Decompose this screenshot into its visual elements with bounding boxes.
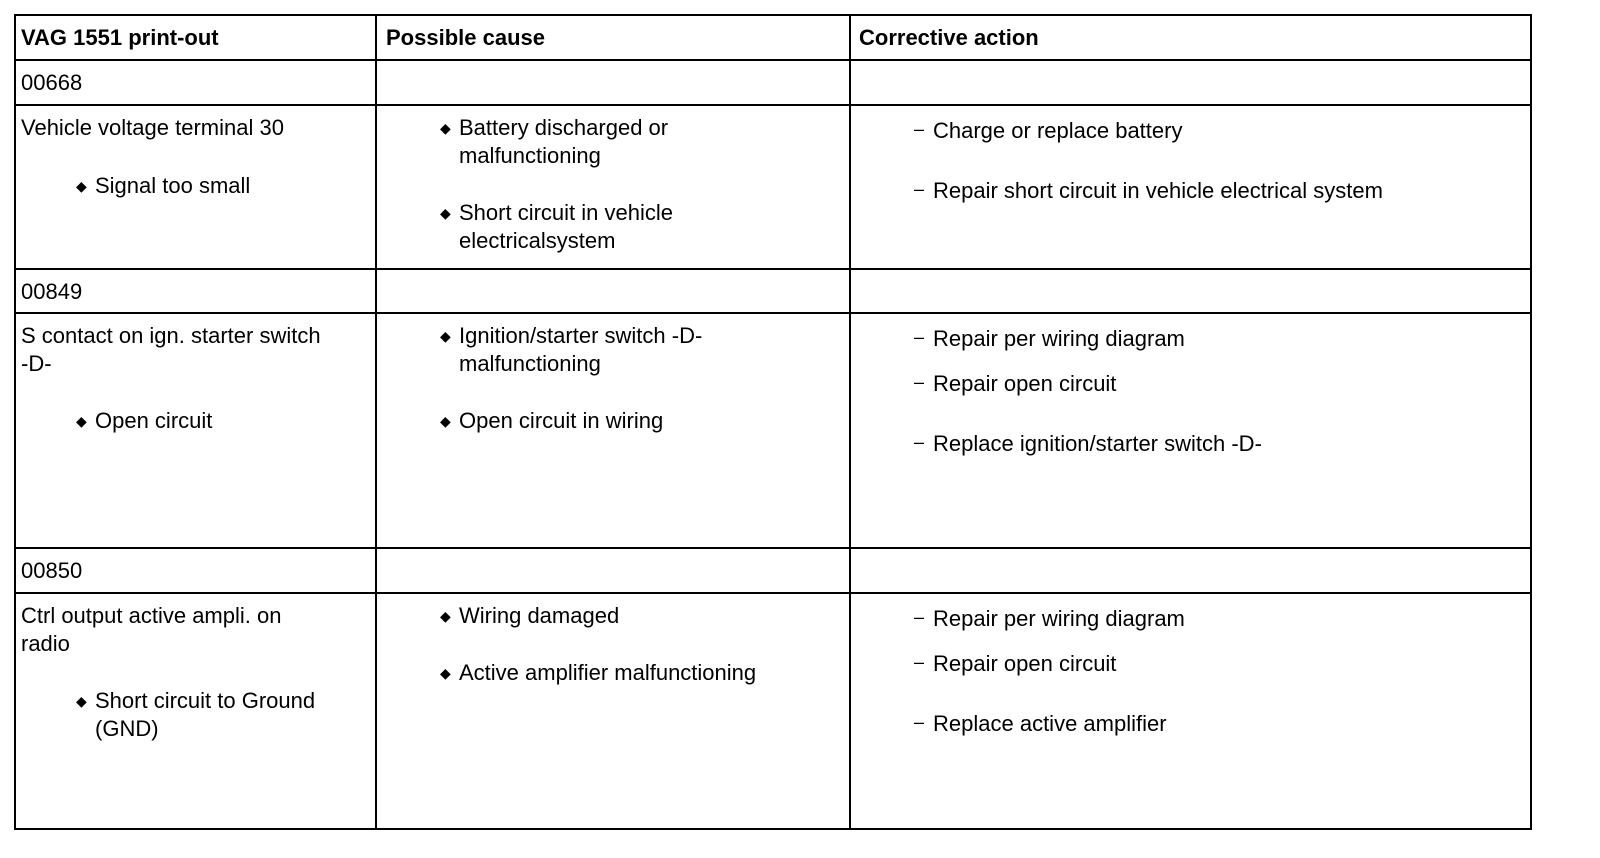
header-printout: VAG 1551 print-out [21, 25, 219, 50]
diamond-bullet-icon: ◆ [440, 205, 451, 221]
column-divider-1 [375, 14, 377, 830]
action-line: Repair open circuit [933, 651, 1117, 676]
dash-bullet-icon: – [914, 652, 925, 672]
fault-description: radio [21, 631, 70, 656]
dash-bullet-icon: – [914, 607, 925, 627]
dash-bullet-icon: – [914, 432, 925, 452]
fault-symptom: Short circuit to Ground [95, 688, 316, 713]
fault-description: -D- [21, 351, 52, 376]
row-divider [14, 547, 1532, 549]
row-divider [14, 312, 1532, 314]
cause-line: Ignition/starter switch -D- [459, 323, 703, 348]
fault-symptom: Signal too small [95, 173, 251, 198]
fault-symptom: (GND) [95, 716, 159, 741]
fault-symptom: Open circuit [95, 408, 213, 433]
table-border-bottom [14, 828, 1532, 830]
diamond-bullet-icon: ◆ [440, 413, 451, 429]
row-divider [14, 268, 1532, 270]
diamond-bullet-icon: ◆ [440, 608, 451, 624]
action-line: Repair per wiring diagram [933, 326, 1185, 351]
fault-description: Vehicle voltage terminal 30 [21, 115, 284, 140]
cause-line: Active amplifier malfunctioning [459, 660, 757, 685]
diamond-bullet-icon: ◆ [440, 328, 451, 344]
action-line: Repair per wiring diagram [933, 606, 1185, 631]
row-divider [14, 59, 1532, 61]
fault-code: 00668 [21, 70, 83, 95]
cause-line: Wiring damaged [459, 603, 620, 628]
cause-line: Short circuit in vehicle [459, 200, 673, 225]
table-border-left [14, 14, 16, 830]
diamond-bullet-icon: ◆ [76, 693, 87, 709]
diamond-bullet-icon: ◆ [76, 413, 87, 429]
action-line: Replace active amplifier [933, 711, 1167, 736]
column-divider-2 [849, 14, 851, 830]
action-line: Replace ignition/starter switch -D- [933, 431, 1262, 456]
action-line: Repair short circuit in vehicle electric… [933, 178, 1383, 203]
dash-bullet-icon: – [914, 119, 925, 139]
action-line: Repair open circuit [933, 371, 1117, 396]
table-border-right [1530, 14, 1532, 830]
dash-bullet-icon: – [914, 712, 925, 732]
row-divider [14, 592, 1532, 594]
header-corrective-action: Corrective action [859, 25, 1039, 50]
cause-line: Battery discharged or [459, 115, 669, 140]
diamond-bullet-icon: ◆ [440, 120, 451, 136]
cause-line: malfunctioning [459, 143, 601, 168]
fault-description: Ctrl output active ampli. on [21, 603, 282, 628]
diamond-bullet-icon: ◆ [440, 665, 451, 681]
fault-code: 00850 [21, 558, 83, 583]
cause-line: malfunctioning [459, 351, 601, 376]
fault-code: 00849 [21, 279, 83, 304]
fault-description: S contact on ign. starter switch [21, 323, 321, 348]
dash-bullet-icon: – [914, 372, 925, 392]
header-possible-cause: Possible cause [386, 25, 545, 50]
diamond-bullet-icon: ◆ [76, 178, 87, 194]
cause-line: electricalsystem [459, 228, 616, 253]
action-line: Charge or replace battery [933, 118, 1183, 143]
row-divider [14, 104, 1532, 106]
cause-line: Open circuit in wiring [459, 408, 664, 433]
dash-bullet-icon: – [914, 179, 925, 199]
dash-bullet-icon: – [914, 327, 925, 347]
diagnostic-table: VAG 1551 print-out Possible cause Correc… [14, 14, 1588, 858]
table-border-top [14, 14, 1532, 16]
